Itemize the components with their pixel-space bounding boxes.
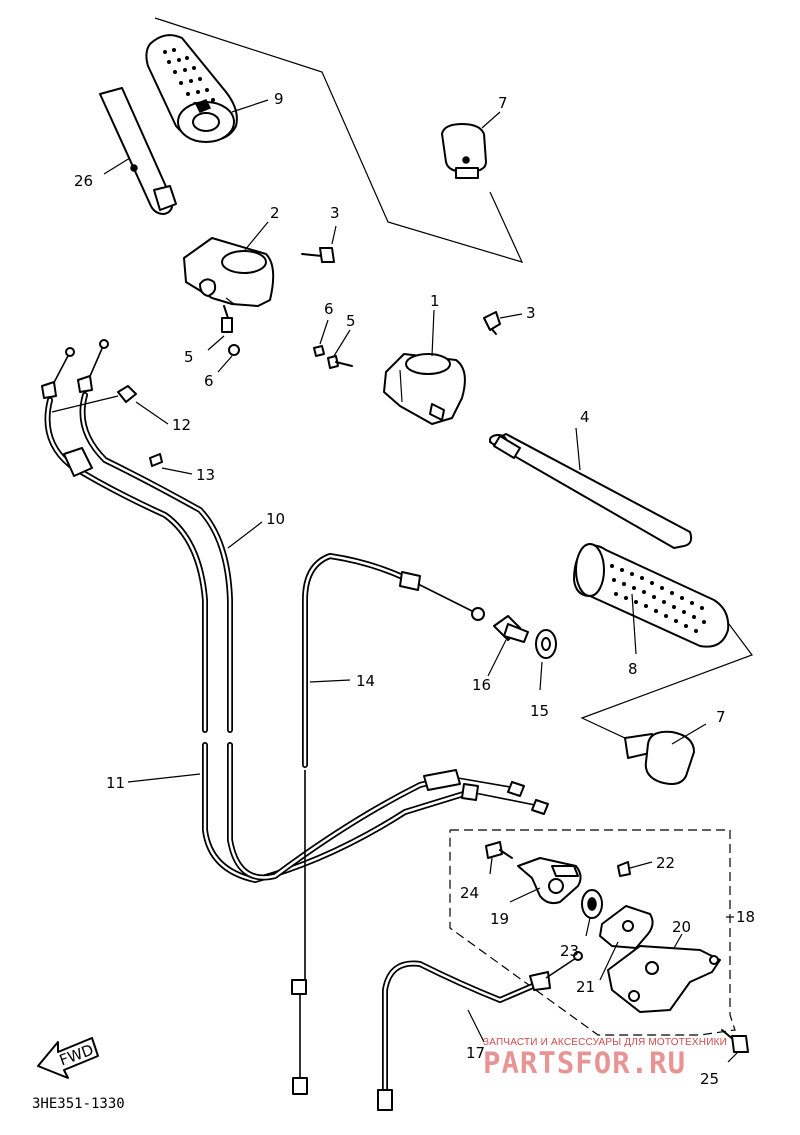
fwd-arrow: FWD	[37, 1037, 99, 1079]
callout-11: 11	[106, 774, 125, 792]
callout-16: 16	[472, 676, 491, 694]
callout-21: 21	[576, 978, 595, 996]
throttle-housing	[183, 237, 275, 307]
left-grip	[573, 543, 730, 648]
callout-12: 12	[172, 416, 191, 434]
cable-guide	[117, 385, 137, 403]
assembly-outline-right	[580, 611, 753, 753]
callout-13: 13	[196, 466, 215, 484]
callout-3-upper: 3	[330, 204, 340, 222]
throttle-tube	[99, 87, 177, 215]
handlebar-tube	[489, 433, 693, 549]
cable-adjuster	[493, 615, 529, 643]
grip-pattern	[163, 48, 215, 106]
callout-8: 8	[628, 660, 638, 678]
screw-5-left	[221, 305, 233, 333]
washer-23	[581, 889, 603, 919]
callout-15: 15	[530, 702, 549, 720]
adjuster-locknut	[535, 629, 557, 659]
diagram-code: 3HE351-1330	[32, 1096, 125, 1112]
choke-cable	[377, 951, 583, 1111]
screw-22	[617, 861, 631, 877]
callout-6-right: 6	[324, 300, 334, 318]
leader-lines	[51, 99, 739, 1063]
lever-bracket-assembly-outline	[449, 829, 736, 1036]
watermark-logo: PARTSFOR.RU	[483, 1046, 687, 1080]
callout-24: 24	[460, 884, 479, 902]
callout-7-lower: 7	[716, 708, 726, 726]
screw-3-lower	[483, 311, 501, 335]
callout-2: 2	[270, 204, 280, 222]
callout-1: 1	[430, 292, 440, 310]
callout-19: 19	[490, 910, 509, 928]
nut-6-right	[313, 345, 325, 357]
callout-9: 9	[274, 90, 284, 108]
callout-22: 22	[656, 854, 675, 872]
screw-13	[149, 453, 163, 467]
callout-7-upper: 7	[498, 94, 508, 112]
choke-lever	[517, 857, 582, 905]
callout-6-left: 6	[204, 372, 214, 390]
assembly-outline-upper	[154, 17, 524, 263]
callout-10: 10	[266, 510, 285, 528]
screw-5-right	[327, 355, 353, 369]
switch-housing	[383, 353, 466, 425]
callout-20: 20	[672, 918, 691, 936]
callout-25: 25	[700, 1070, 719, 1088]
callout-17: 17	[466, 1044, 485, 1062]
screw-3-upper	[301, 247, 335, 263]
screw-24	[485, 841, 513, 859]
throttle-cable-2	[77, 339, 525, 881]
callout-26: 26	[74, 172, 93, 190]
left-grip-pattern	[610, 564, 706, 633]
callout-18: 18	[736, 908, 755, 926]
lever-pivot-21	[599, 905, 654, 949]
watermark: ЗАПЧАСТИ И АКСЕССУАРЫ ДЛЯ МОТОТЕХНИКИ PA…	[483, 1037, 793, 1078]
callouts: 9 7 26 2 3 5 6 6 5 1 3 4 12 13 10 14 16 …	[74, 90, 755, 1088]
clutch-cable	[291, 553, 485, 1095]
bolt-25	[721, 1029, 749, 1053]
callout-4: 4	[580, 408, 590, 426]
callout-5-right: 5	[346, 312, 356, 330]
bar-end-weight-lower	[624, 730, 695, 785]
callout-14: 14	[356, 672, 375, 690]
throttle-grip	[145, 34, 238, 143]
callout-3-lower: 3	[526, 304, 536, 322]
nut-6-left	[228, 344, 240, 356]
bracket-20	[607, 945, 721, 1013]
callout-23: 23	[560, 942, 579, 960]
bar-end-weight-upper	[441, 123, 487, 179]
watermark-caption: ЗАПЧАСТИ И АКСЕССУАРЫ ДЛЯ МОТОТЕХНИКИ	[483, 1037, 728, 1048]
callout-5-left: 5	[184, 348, 194, 366]
